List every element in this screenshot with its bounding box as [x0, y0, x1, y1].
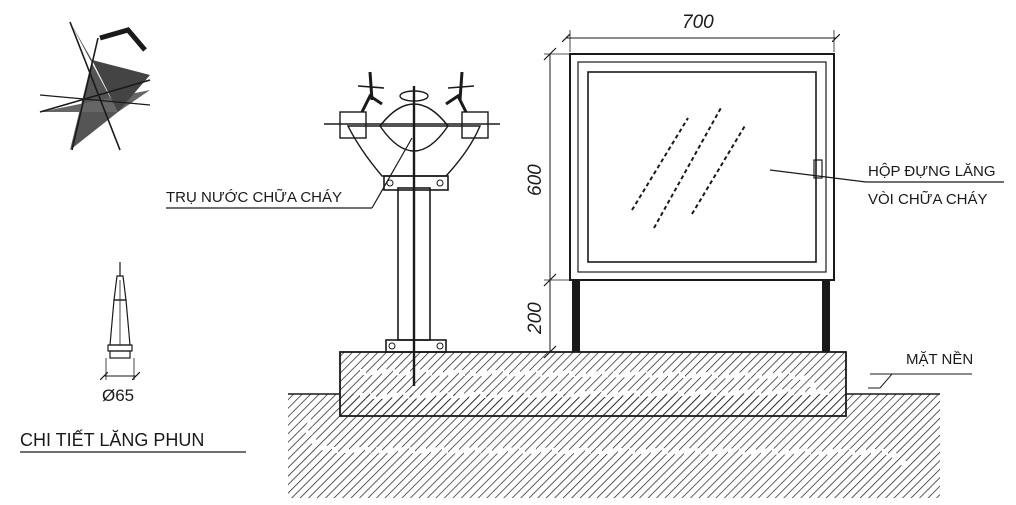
hydrant-label: TRỤ NƯỚC CHỮA CHÁY — [166, 189, 342, 206]
foundation-slab — [339, 351, 847, 417]
cabinet-label-line2: VÒI CHỮA CHÁY — [868, 191, 988, 208]
leg-height-dimension: 200 — [525, 302, 546, 335]
nozzle-diameter-label: Ø65 — [102, 386, 134, 405]
hydrant-leader-line — [166, 137, 413, 209]
ground-level-marker — [868, 373, 972, 389]
cabinet-width-dimension: 700 — [682, 12, 714, 33]
fire-hydrant — [324, 71, 500, 386]
nozzle-caption: CHI TIẾT LĂNG PHUN — [20, 429, 204, 450]
cabinet-height-dimension: 600 — [525, 164, 546, 196]
cabinet-label-line1: HỘP ĐỰNG LĂNG — [868, 163, 996, 180]
height-dimension — [543, 47, 572, 359]
ground-label: MẶT NỀN — [906, 351, 973, 368]
width-dimension — [566, 30, 836, 52]
fire-brigade-emblem-icon — [39, 21, 151, 151]
cabinet-leader-line — [769, 169, 1004, 183]
nozzle-detail — [104, 262, 136, 380]
hose-cabinet — [569, 53, 835, 352]
